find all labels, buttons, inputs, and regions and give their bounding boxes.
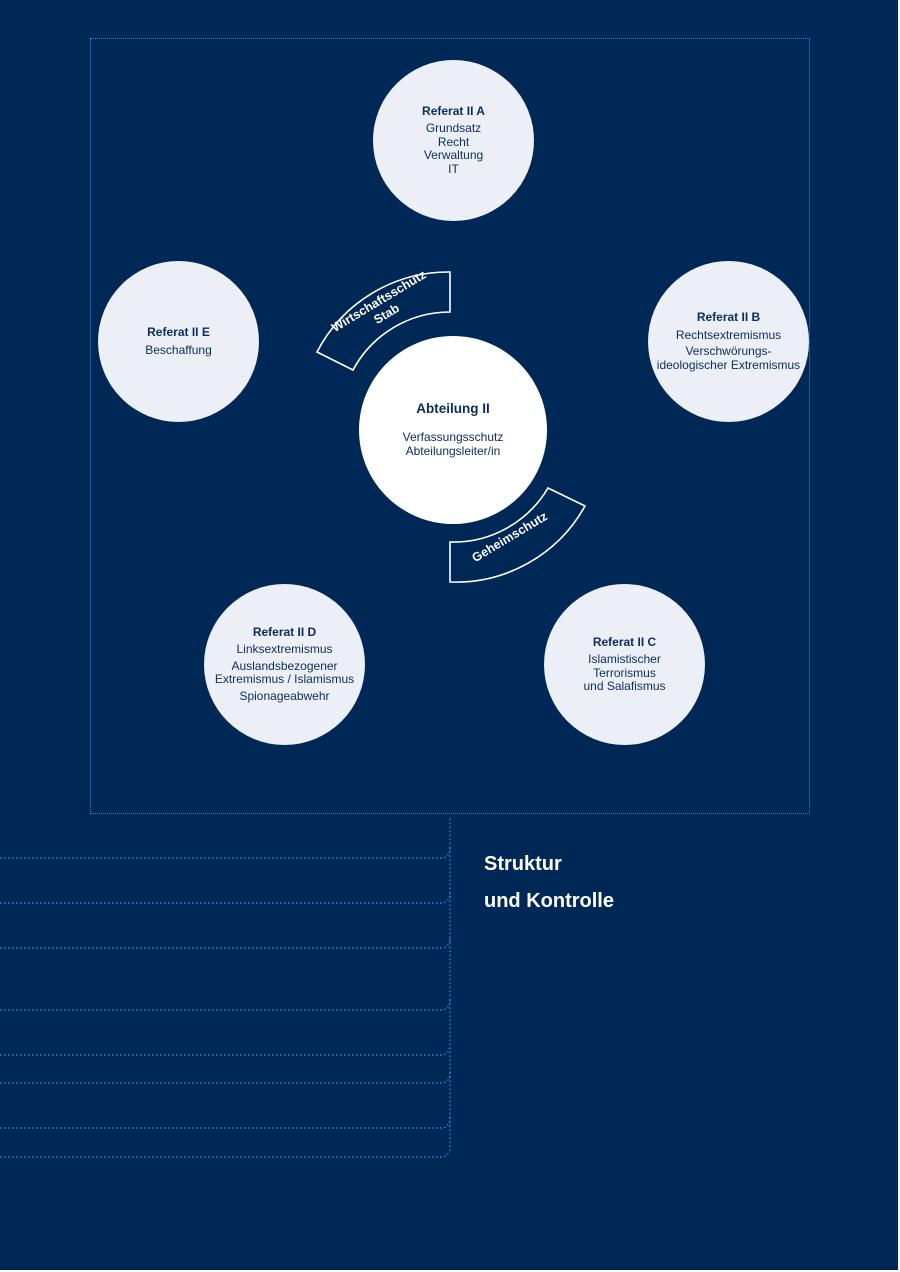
- unit-line: Beschaffung: [145, 342, 212, 357]
- unit-line: und Salafismus: [583, 679, 666, 693]
- unit-title: Referat II D: [252, 624, 317, 639]
- unit-line: Verwaltung: [423, 148, 484, 163]
- center-title: Abteilung II: [416, 401, 490, 417]
- unit-title: Referat II E: [147, 325, 210, 339]
- section-heading: Struktur und Kontrolle: [484, 846, 614, 920]
- heading-line1: Struktur: [484, 853, 562, 875]
- unit-circle-e: Referat II E Beschaffung: [98, 261, 259, 422]
- heading-line2: und Kontrolle: [484, 890, 614, 912]
- center-line: Abteilungsleiter/in: [405, 443, 501, 458]
- unit-circle-b: Referat II B Rechtsextremismus Verschwör…: [648, 261, 809, 422]
- unit-title: Referat II A: [422, 103, 485, 118]
- unit-line: Rechtsextremismus: [675, 327, 782, 342]
- unit-circle-a: Referat II A Grundsatz Recht Verwaltung …: [373, 60, 534, 221]
- unit-line: Extremismus / Islamismus: [214, 672, 355, 687]
- center-line: Verfassungsschutz: [402, 429, 504, 444]
- unit-title: Referat II B: [696, 310, 761, 324]
- unit-line: Spionageabwehr: [239, 688, 330, 703]
- unit-title: Referat II C: [592, 634, 657, 649]
- unit-line: Islamistischer: [588, 652, 661, 666]
- unit-line: Recht: [437, 134, 470, 149]
- unit-line: IT: [448, 161, 459, 176]
- unit-circle-d: Referat II D Linksextremismus Auslandsbe…: [204, 584, 365, 745]
- unit-line: Auslandsbezogener: [231, 658, 338, 673]
- unit-line: Verschwörungs-: [685, 344, 772, 358]
- center-circle-abteilung: Abteilung II Verfassungsschutz Abteilung…: [359, 336, 547, 524]
- unit-line: ideologischer Extremismus: [656, 357, 801, 372]
- unit-line: Terrorismus: [593, 665, 656, 680]
- unit-line: Grundsatz: [425, 121, 482, 136]
- unit-line: Linksextremismus: [236, 642, 333, 657]
- diagram-frame: [90, 38, 810, 814]
- band-outlines: [315, 271, 587, 583]
- unit-circle-c: Referat II C Islamistischer Terrorismus …: [544, 584, 705, 745]
